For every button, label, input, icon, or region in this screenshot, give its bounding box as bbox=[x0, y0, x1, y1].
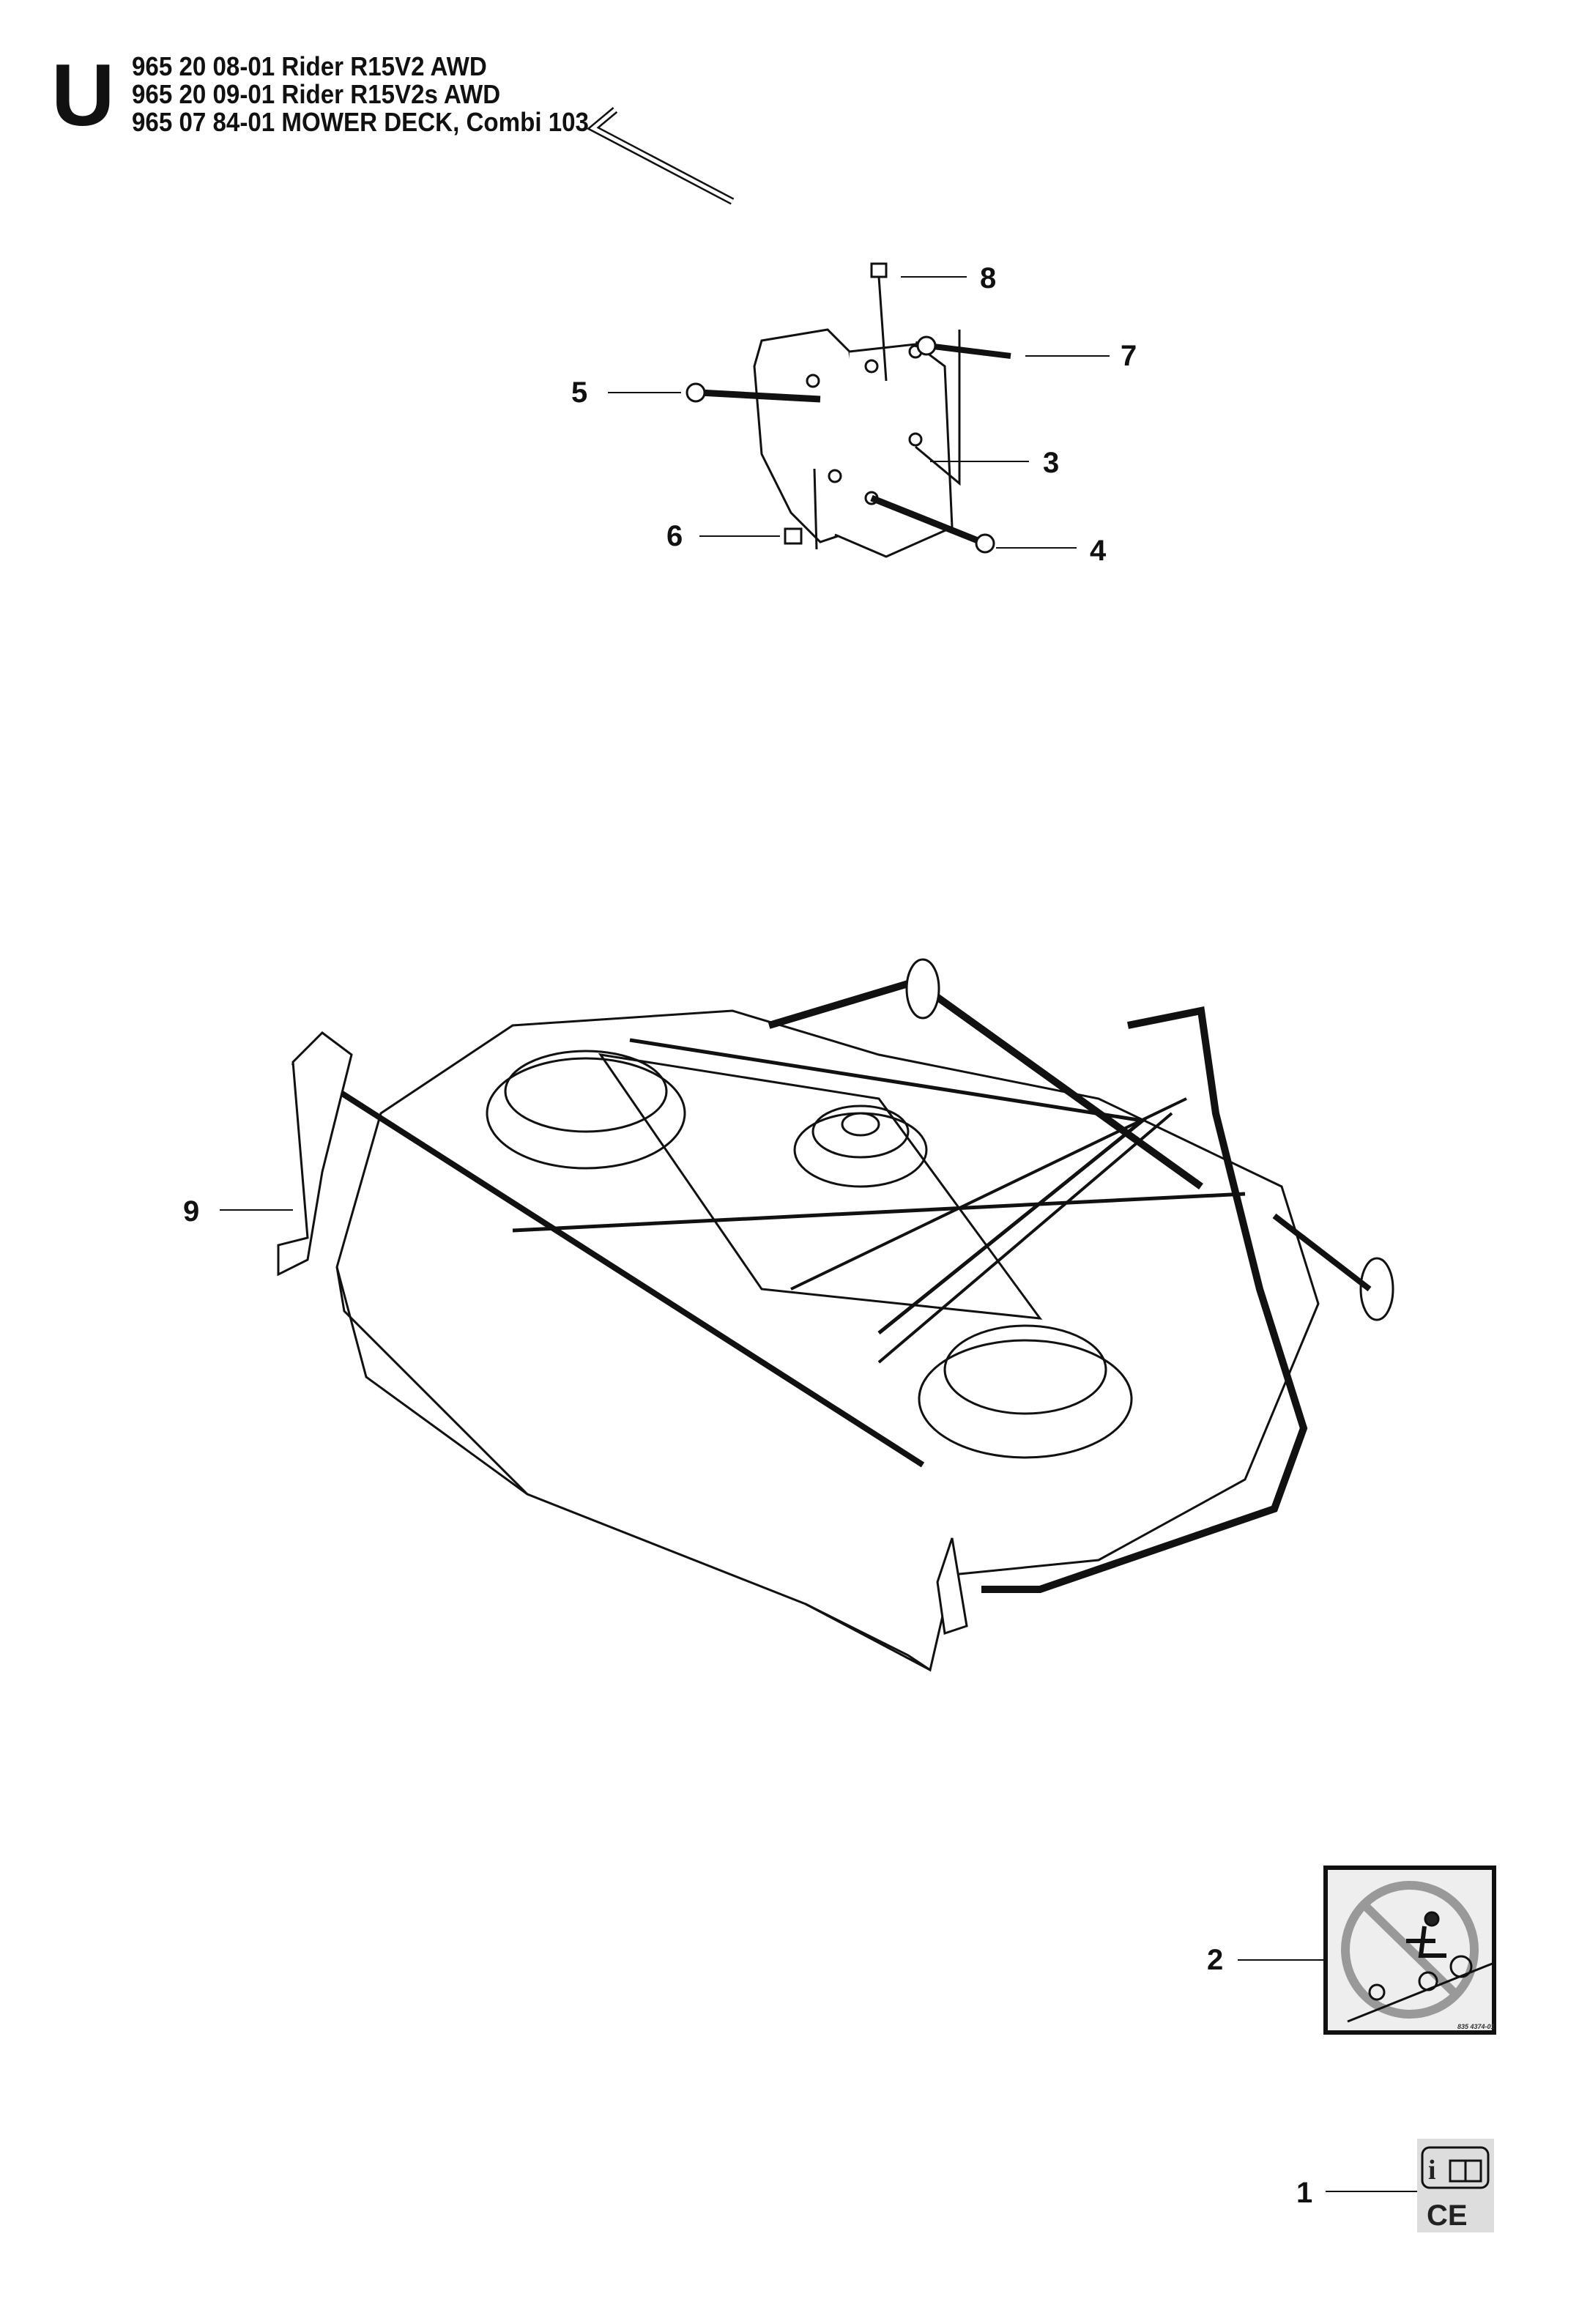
callout-6: 6 bbox=[666, 520, 683, 552]
callout-3: 3 bbox=[1043, 447, 1060, 479]
model-line-2: 965 20 09-01 Rider R15V2s AWD bbox=[132, 79, 501, 109]
mower-deck bbox=[277, 958, 1394, 1672]
bracket-assembly bbox=[587, 107, 1011, 558]
ce-mark: CE bbox=[1427, 2199, 1468, 2232]
callout-9: 9 bbox=[183, 1195, 200, 1228]
decal-info-ce: i CE bbox=[1417, 2139, 1494, 2232]
callout-5: 5 bbox=[571, 376, 588, 409]
section-letter: U bbox=[51, 46, 115, 144]
model-line-3: 965 07 84-01 MOWER DECK, Combi 103 bbox=[132, 107, 589, 137]
callout-4: 4 bbox=[1090, 535, 1107, 567]
leader-lines bbox=[220, 276, 1417, 2192]
model-line-1: 965 20 08-01 Rider R15V2 AWD bbox=[132, 51, 487, 81]
decal-no-slope: 835 4374-01 bbox=[1323, 1865, 1496, 2035]
callout-8: 8 bbox=[980, 262, 997, 294]
callout-2: 2 bbox=[1207, 1944, 1224, 1976]
callout-1: 1 bbox=[1296, 2177, 1313, 2209]
callout-7: 7 bbox=[1121, 340, 1137, 372]
info-symbol: i bbox=[1428, 2155, 1436, 2186]
header-titles: 965 20 08-01 Rider R15V2 AWD 965 20 09-0… bbox=[132, 53, 589, 136]
decal-code: 835 4374-01 bbox=[1457, 2023, 1495, 2030]
